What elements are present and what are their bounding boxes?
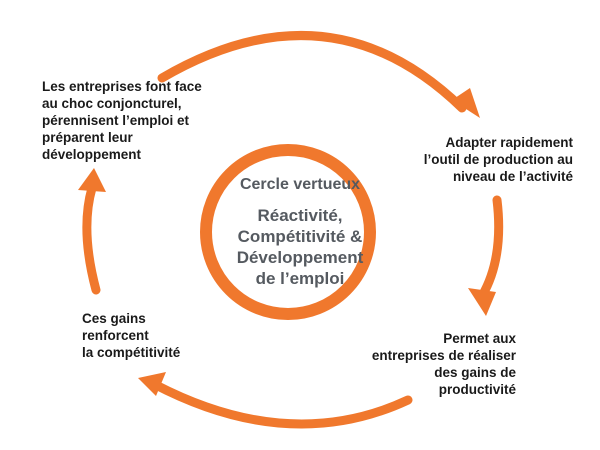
center-title: Cercle vertueux: [239, 176, 361, 193]
arrow-arc-left: [82, 183, 101, 295]
arrow-arc-right: [477, 195, 504, 301]
center-subtitle: Réactivité, Compétitivité & Développemen…: [236, 206, 364, 288]
arrowhead-top: [452, 88, 480, 118]
arrowhead-left: [78, 168, 106, 192]
step-3-text: Permet aux entreprises de réaliser des g…: [371, 331, 516, 397]
center-ring: [200, 144, 376, 320]
arrowhead-right: [468, 288, 496, 316]
arrow-arc-top: [157, 31, 467, 113]
center-label: Cercle vertueux Réactivité, Compétitivit…: [190, 175, 410, 289]
arrowhead-bottom: [138, 372, 166, 396]
step-4-text: Ces gains renforcent la compétitivité: [82, 311, 181, 360]
step-1-text: Les entreprises font face au choc conjon…: [42, 79, 202, 162]
step-2-text: Adapter rapidement l’outil de production…: [423, 135, 573, 184]
arrow-arc-bottom: [149, 379, 413, 429]
